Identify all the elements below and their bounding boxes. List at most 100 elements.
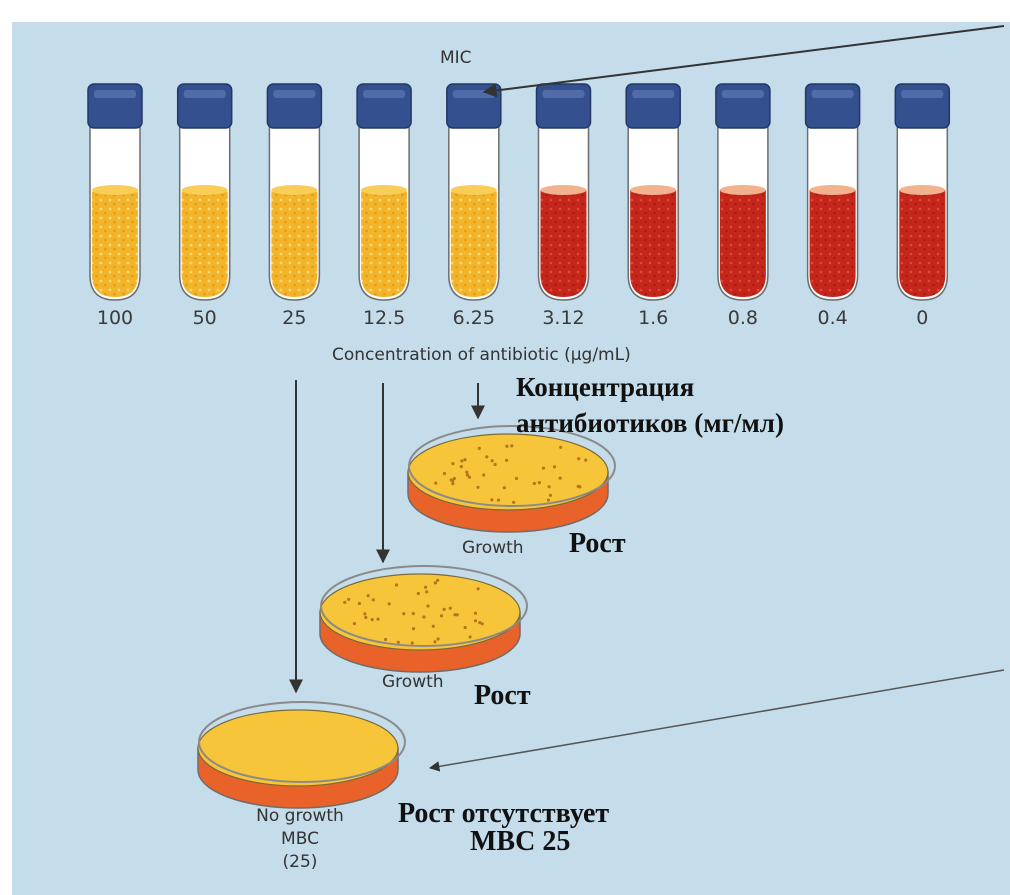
tube-liquid-clear — [361, 190, 407, 297]
bacterial-colony — [465, 471, 468, 474]
agar-surface — [198, 710, 398, 786]
bacterial-colony — [426, 604, 429, 607]
bacterial-colony — [395, 583, 398, 586]
bacterial-colony — [547, 499, 550, 502]
concentration-label: 50 — [193, 307, 217, 329]
bacterial-colony — [476, 486, 479, 489]
bacterial-colony — [485, 455, 488, 458]
bacterial-colony — [424, 586, 427, 589]
bacterial-colony — [482, 473, 485, 476]
concentration-label: 1.6 — [638, 307, 668, 329]
bacterial-colony — [343, 601, 346, 604]
bacterial-colony — [443, 472, 446, 475]
bacterial-colony — [443, 608, 446, 611]
mic-label: MIC — [440, 48, 472, 68]
test-tube — [267, 84, 321, 300]
plate-2-label-en: Growth — [382, 672, 444, 692]
tube-liquid-turbid — [630, 190, 676, 297]
tube-cap-highlight — [722, 90, 764, 98]
test-tube — [178, 84, 232, 300]
concentration-label: 0.4 — [817, 307, 847, 329]
axis-label-ru-line2: антибиотиков (мг/мл) — [516, 408, 784, 439]
bacterial-colony — [363, 612, 366, 615]
bacterial-colony — [510, 444, 513, 447]
tube-cap-highlight — [543, 90, 585, 98]
tube-cap-highlight — [632, 90, 674, 98]
bacterial-colony — [436, 579, 439, 582]
tube-cap-highlight — [184, 90, 226, 98]
bacterial-colony — [515, 477, 518, 480]
bacterial-colony — [474, 619, 477, 622]
bacterial-colony — [464, 626, 467, 629]
bacterial-colony — [434, 581, 437, 584]
test-tube — [806, 84, 860, 300]
test-tube — [357, 84, 411, 300]
bacterial-colony — [449, 607, 452, 610]
tube-cap-highlight — [363, 90, 405, 98]
bacterial-colony — [512, 501, 515, 504]
bacterial-colony — [577, 457, 580, 460]
concentration-label: 6.25 — [453, 307, 495, 329]
bacterial-colony — [425, 590, 428, 593]
tube-meniscus — [92, 185, 138, 195]
bacterial-colony — [533, 482, 536, 485]
tube-liquid-turbid — [899, 190, 945, 297]
bacterial-colony — [505, 445, 508, 448]
bacterial-colony — [388, 602, 391, 605]
concentration-label: 100 — [97, 307, 133, 329]
bacterial-colony — [578, 485, 581, 488]
bacterial-colony — [371, 618, 374, 621]
concentration-label: 12.5 — [363, 307, 405, 329]
plate-1-label-en: Growth — [462, 538, 524, 558]
bacterial-colony — [372, 598, 375, 601]
tube-meniscus — [541, 185, 587, 195]
bacterial-colony — [433, 640, 436, 643]
bacterial-colony — [490, 498, 493, 501]
bacterial-colony — [367, 594, 370, 597]
tube-cap-highlight — [901, 90, 943, 98]
bacterial-colony — [434, 482, 437, 485]
tube-meniscus — [720, 185, 766, 195]
bacterial-colony — [347, 598, 350, 601]
tube-meniscus — [810, 185, 856, 195]
bacterial-colony — [466, 473, 469, 476]
bacterial-colony — [437, 637, 440, 640]
bacterial-colony — [549, 494, 552, 497]
bacterial-colony — [451, 462, 454, 465]
bacterial-colony — [397, 641, 400, 644]
concentration-label: 0.8 — [728, 307, 758, 329]
tube-meniscus — [182, 185, 228, 195]
bacterial-colony — [358, 602, 361, 605]
tube-liquid-clear — [92, 190, 138, 297]
bacterial-colony — [548, 485, 551, 488]
test-tube — [895, 84, 949, 300]
test-tube — [447, 84, 501, 300]
bacterial-colony — [384, 638, 387, 641]
concentration-label: 0 — [916, 307, 928, 329]
bacterial-colony — [411, 641, 414, 644]
agar-surface — [320, 574, 520, 650]
tube-liquid-clear — [182, 190, 228, 297]
bacterial-colony — [474, 612, 477, 615]
bacterial-colony — [478, 447, 481, 450]
bacterial-colony — [494, 463, 497, 466]
bacterial-colony — [364, 616, 367, 619]
test-tube — [537, 84, 591, 300]
bacterial-colony — [412, 627, 415, 630]
bacterial-colony — [451, 482, 454, 485]
plate-3-label-ru-line2: MBC 25 — [470, 826, 570, 858]
bacterial-colony — [353, 622, 356, 625]
tube-liquid-turbid — [541, 190, 587, 297]
tube-liquid-turbid — [810, 190, 856, 297]
bacterial-colony — [559, 446, 562, 449]
tube-liquid-turbid — [720, 190, 766, 297]
bacterial-colony — [460, 465, 463, 468]
bacterial-colony — [453, 477, 456, 480]
test-tube — [716, 84, 770, 300]
tube-meniscus — [630, 185, 676, 195]
bacterial-colony — [584, 459, 587, 462]
bacterial-colony — [505, 459, 508, 462]
bacterial-colony — [412, 612, 415, 615]
